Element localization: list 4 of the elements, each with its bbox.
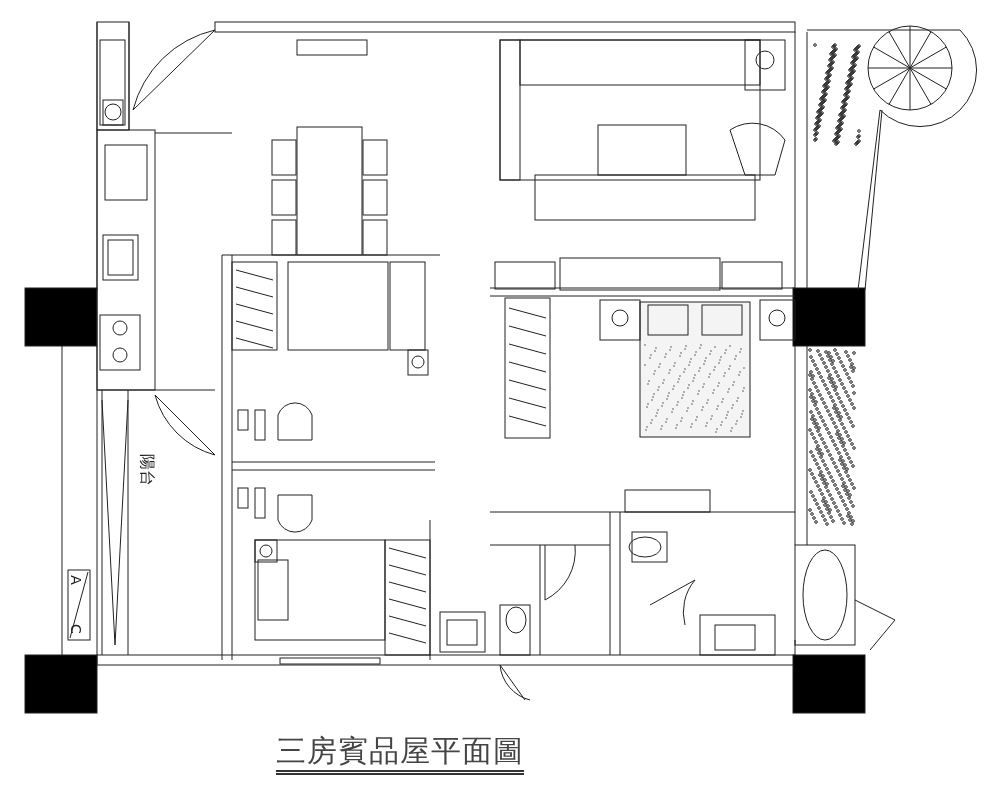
balcony-label: 陽台 bbox=[139, 454, 155, 486]
unit-letter: C bbox=[68, 624, 83, 634]
unit-letter: A bbox=[68, 575, 83, 585]
plan-title: 三房賓品屋平面圖 bbox=[276, 736, 524, 775]
